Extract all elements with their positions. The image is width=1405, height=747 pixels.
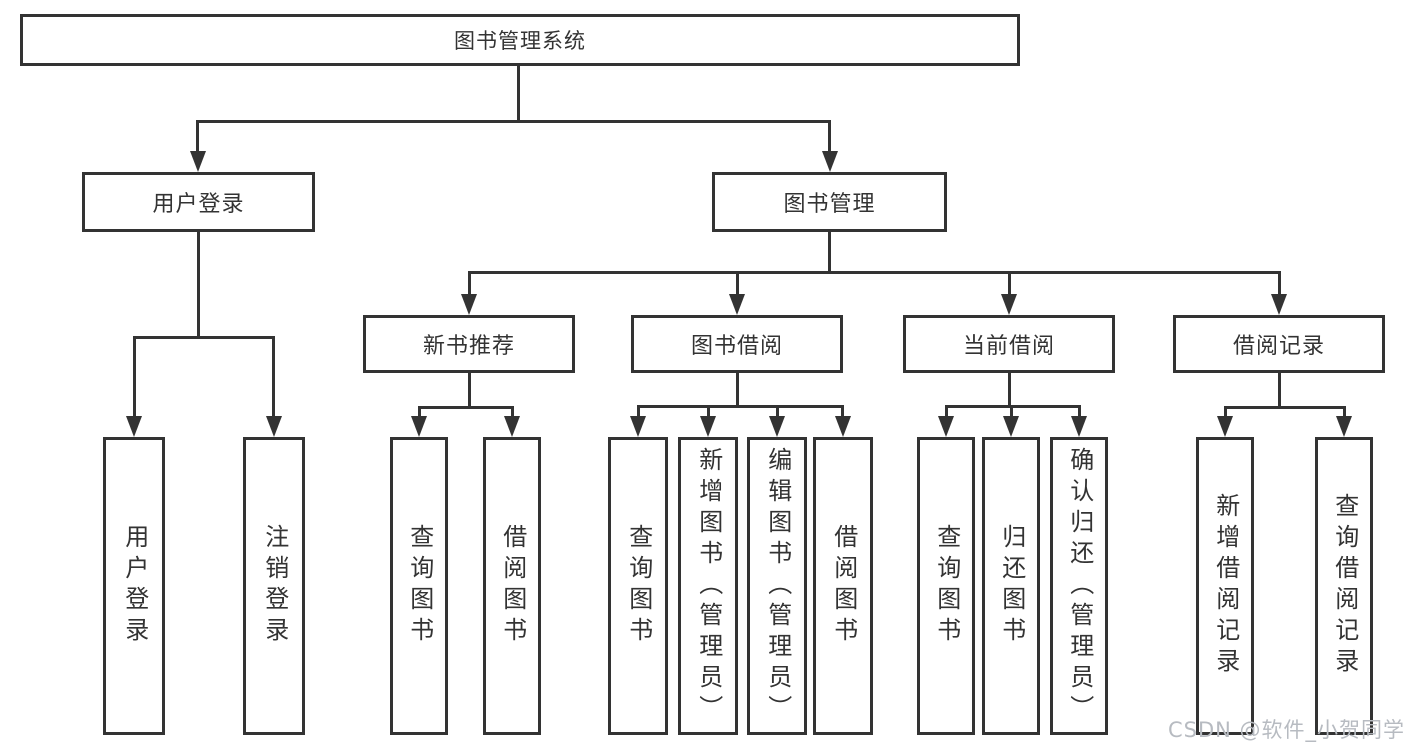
connector-drop-book-mgmt [828, 120, 831, 153]
node-label: 借阅记录 [1232, 334, 1325, 359]
arrowhead-leaf [700, 416, 716, 437]
leaf-return-books: 归还图书 [982, 437, 1040, 735]
leaf-label: 借阅图书 [498, 524, 527, 648]
arrowhead-leaf [1336, 416, 1352, 437]
arrowhead-leaf [835, 416, 851, 437]
connector-drop-leaf [511, 406, 514, 418]
arrowhead-leaf [504, 416, 520, 437]
connector-drop-leaf [945, 405, 948, 418]
node-label: 图书借阅 [690, 334, 783, 359]
connector-drop-leaf [841, 405, 844, 418]
arrowhead-leaf [630, 416, 646, 437]
arrowhead-new-book [461, 294, 477, 315]
connector-borrowrecords-bus [1224, 406, 1345, 409]
node-label: 图书管理系统 [454, 29, 586, 53]
arrowhead-book-borrow [729, 294, 745, 315]
connector-newbook-stem [468, 373, 471, 408]
connector-drop-leaf [1078, 405, 1081, 418]
node-new-book-recommend: 新书推荐 [363, 315, 575, 373]
leaf-label: 查询图书 [624, 524, 653, 648]
connector-userlogin-stem [197, 232, 200, 339]
arrowhead-leaf [1003, 416, 1019, 437]
arrowhead-leaf [1071, 416, 1087, 437]
leaf-add-borrow-record: 新增借阅记录 [1196, 437, 1254, 735]
leaf-label: 编辑图书（管理员） [763, 446, 792, 726]
leaf-label: 新增借阅记录 [1211, 493, 1240, 679]
leaf-label: 查询图书 [405, 524, 434, 648]
connector-drop-borrow-records [1278, 271, 1281, 297]
leaf-borrow-books: 借阅图书 [813, 437, 873, 735]
arrowhead-book-mgmt [822, 151, 838, 172]
connector-bookborrow-bus [637, 405, 844, 408]
connector-drop-leaf [637, 405, 640, 418]
leaf-confirm-return-admin: 确认归还（管理员） [1050, 437, 1108, 735]
connector-drop-leaf [1343, 406, 1346, 418]
connector-drop-book-borrow [736, 271, 739, 297]
node-user-login: 用户登录 [82, 172, 315, 232]
connector-drop-leaf [272, 336, 275, 418]
connector-userlogin-bus [133, 336, 275, 339]
connector-drop-new-book [468, 271, 471, 297]
leaf-user-login: 用户登录 [103, 437, 165, 735]
connector-root-stem [517, 66, 520, 122]
connector-drop-leaf [1224, 406, 1227, 418]
arrowhead-leaf [126, 416, 142, 437]
node-label: 用户登录 [152, 192, 245, 217]
node-root-library-system: 图书管理系统 [20, 14, 1020, 66]
leaf-edit-books-admin: 编辑图书（管理员） [747, 437, 807, 735]
csdn-watermark: CSDN @软件_小贺同学 [1168, 718, 1405, 742]
leaf-query-books: 查询图书 [917, 437, 975, 735]
leaf-add-books-admin: 新增图书（管理员） [678, 437, 738, 735]
connector-drop-user-login [196, 120, 199, 153]
connector-root-bus [196, 120, 831, 123]
arrowhead-leaf [938, 416, 954, 437]
connector-drop-current-borrow [1008, 271, 1011, 297]
arrowhead-leaf [1217, 416, 1233, 437]
connector-drop-leaf [776, 405, 779, 418]
connector-drop-leaf [418, 406, 421, 418]
arrowhead-borrow-records [1271, 294, 1287, 315]
node-label: 图书管理 [783, 192, 876, 217]
leaf-label: 查询图书 [932, 524, 961, 648]
leaf-label: 借阅图书 [829, 524, 858, 648]
node-book-borrowing: 图书借阅 [631, 315, 843, 373]
connector-currentborrow-stem [1008, 373, 1011, 407]
leaf-label: 确认归还（管理员） [1065, 446, 1094, 726]
connector-newbook-bus [418, 406, 514, 409]
connector-borrowrecords-stem [1278, 373, 1281, 408]
node-label: 当前借阅 [962, 334, 1055, 359]
arrowhead-leaf [266, 416, 282, 437]
connector-drop-leaf [133, 336, 136, 418]
node-label: 新书推荐 [422, 334, 515, 359]
arrowhead-leaf [411, 416, 427, 437]
connector-currentborrow-bus [945, 405, 1081, 408]
leaf-label: 新增图书（管理员） [694, 446, 723, 726]
connector-drop-leaf [707, 405, 710, 418]
connector-bookborrow-stem [736, 373, 739, 407]
leaf-query-borrow-record: 查询借阅记录 [1315, 437, 1373, 735]
leaf-label: 归还图书 [997, 524, 1026, 648]
arrowhead-current-borrow [1001, 294, 1017, 315]
leaf-label: 用户登录 [120, 524, 149, 648]
leaf-logout: 注销登录 [243, 437, 305, 735]
leaf-borrow-books: 借阅图书 [483, 437, 541, 735]
connector-drop-leaf [1010, 405, 1013, 418]
leaf-label: 注销登录 [260, 524, 289, 648]
leaf-query-books: 查询图书 [608, 437, 668, 735]
leaf-label: 查询借阅记录 [1330, 493, 1359, 679]
node-book-management: 图书管理 [712, 172, 947, 232]
connector-bookmgmt-stem [828, 232, 831, 274]
leaf-query-books: 查询图书 [390, 437, 448, 735]
node-current-borrowing: 当前借阅 [903, 315, 1115, 373]
connector-bookmgmt-bus [468, 271, 1281, 274]
node-borrowing-records: 借阅记录 [1173, 315, 1385, 373]
arrowhead-user-login [190, 151, 206, 172]
arrowhead-leaf [769, 416, 785, 437]
